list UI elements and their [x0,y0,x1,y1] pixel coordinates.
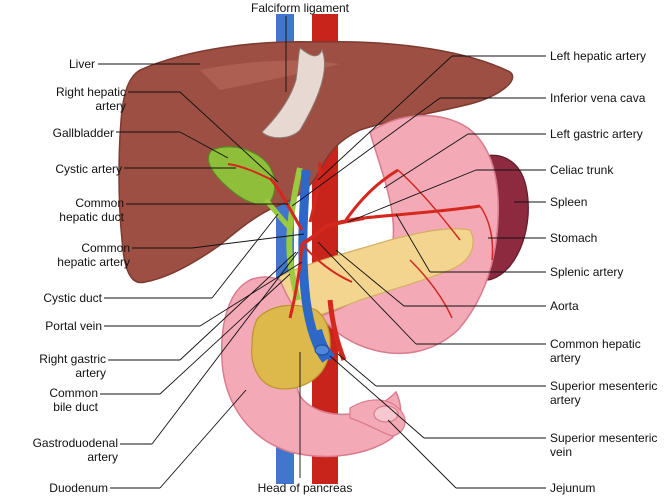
label-aorta: Aorta [550,299,579,313]
label-common-hepatic-duct: Common hepatic duct [59,196,124,224]
label-common-bile-duct: Common bile duct [49,386,98,414]
label-celiac-trunk: Celiac trunk [550,163,614,177]
label-superior-mesenteric-vein: Superior mesenteric vein [550,431,658,459]
label-splenic-artery: Splenic artery [550,265,624,279]
label-cystic-artery: Cystic artery [55,162,122,176]
label-duodenum: Duodenum [49,481,108,495]
falciform-ligament-shape [261,47,326,139]
leader-lines-left [98,63,305,489]
jejunum-opening [373,405,399,423]
gastroduodenal-artery-shape [288,243,304,319]
label-cystic-duct: Cystic duct [43,291,102,305]
label-jejunum: Jejunum [550,481,596,495]
leader-lines-right [291,55,546,489]
label-gastroduodenal-artery: Gastroduodenal artery [32,436,118,464]
common-hepatic-duct-shape [287,167,303,229]
label-head-of-pancreas: Head of pancreas [257,481,353,495]
leader-lines-center [285,16,301,478]
label-stomach: Stomach [550,231,598,245]
cystic-artery-shape [227,163,273,181]
label-common-hepatic-artery-left: Common hepatic artery [57,241,130,269]
label-inferior-vena-cava: Inferior vena cava [550,91,646,105]
common-hepatic-artery-shape [300,224,328,246]
label-liver: Liver [68,57,95,71]
label-superior-mesenteric-artery: Superior mesenteric artery [550,379,658,407]
label-spleen: Spleen [550,195,588,209]
splenic-artery-shape [363,204,481,220]
superior-mesenteric-artery-shape [327,299,347,361]
left-gastric-artery-shape [344,168,399,221]
left-hepatic-artery-shape [308,161,322,223]
cystic-duct-shape [264,198,292,230]
celiac-trunk-shape [325,216,365,228]
smv-cut-end [314,344,330,356]
label-left-gastric-artery: Left gastric artery [550,127,643,141]
label-right-hepatic-artery: Right hepatic artery [55,85,126,113]
label-common-hepatic-artery-right: Common hepatic artery [550,337,641,365]
label-right-gastric-artery: Right gastric artery [39,352,106,380]
label-portal-vein: Portal vein [45,319,102,333]
label-falciform-ligament: Falciform ligament [250,1,350,15]
label-gallbladder: Gallbladder [52,126,114,140]
right-gastric-artery-shape [303,245,353,283]
right-hepatic-artery-shape [268,177,304,231]
label-left-hepatic-artery: Left hepatic artery [550,49,647,63]
gastric-vessels [397,169,494,319]
